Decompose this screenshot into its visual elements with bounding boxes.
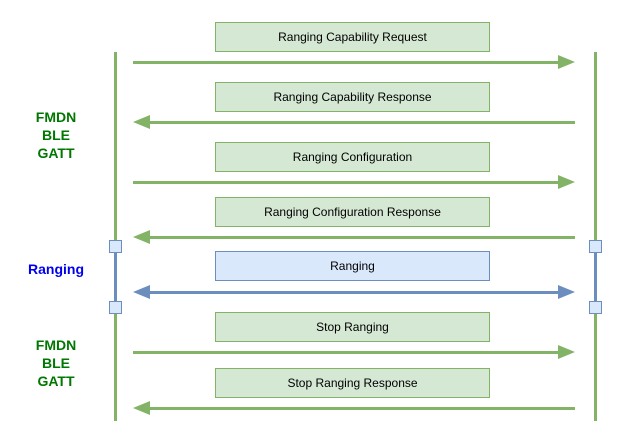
message-box-stop-ranging-response: Stop Ranging Response xyxy=(215,368,490,398)
lifeline-right xyxy=(593,52,597,421)
ranging-activation-left xyxy=(113,246,117,307)
arrow-shaft xyxy=(145,406,575,410)
arrowhead-right-icon xyxy=(558,175,575,189)
message-box-ranging-capability-request: Ranging Capability Request xyxy=(215,22,490,52)
message-box-stop-ranging: Stop Ranging xyxy=(215,312,490,342)
message-arrow-left xyxy=(133,401,575,415)
activation-square xyxy=(108,239,122,253)
message-arrow-right xyxy=(133,345,575,359)
arrow-shaft xyxy=(145,120,575,124)
message-arrow-left xyxy=(133,230,575,244)
activation-square xyxy=(588,239,602,253)
phase-label-ranging: Ranging xyxy=(28,261,84,277)
activation-square xyxy=(588,300,602,314)
arrow-shaft xyxy=(133,350,563,354)
lifeline-left xyxy=(113,52,117,421)
arrowhead-right-icon xyxy=(558,285,575,299)
ranging-activation-right xyxy=(593,246,597,307)
message-arrow-left xyxy=(133,115,575,129)
arrowhead-left-icon xyxy=(133,401,150,415)
arrow-shaft xyxy=(145,235,575,239)
message-box-ranging-capability-response: Ranging Capability Response xyxy=(215,82,490,112)
arrowhead-left-icon xyxy=(133,115,150,129)
message-box-ranging: Ranging xyxy=(215,251,490,281)
message-arrow-bidirectional xyxy=(133,285,575,299)
arrowhead-left-icon xyxy=(133,285,150,299)
arrow-shaft xyxy=(133,180,563,184)
arrowhead-right-icon xyxy=(558,345,575,359)
arrowhead-left-icon xyxy=(133,230,150,244)
phase-label-fmdn-ble-gatt-top: FMDN BLE GATT xyxy=(35,109,77,161)
arrow-shaft xyxy=(133,60,563,64)
message-arrow-right xyxy=(133,55,575,69)
message-arrow-right xyxy=(133,175,575,189)
activation-square xyxy=(108,300,122,314)
message-box-ranging-configuration-response: Ranging Configuration Response xyxy=(215,197,490,227)
arrow-shaft xyxy=(145,290,563,294)
message-box-ranging-configuration: Ranging Configuration xyxy=(215,142,490,172)
phase-label-fmdn-ble-gatt-bottom: FMDN BLE GATT xyxy=(35,337,77,389)
arrowhead-right-icon xyxy=(558,55,575,69)
